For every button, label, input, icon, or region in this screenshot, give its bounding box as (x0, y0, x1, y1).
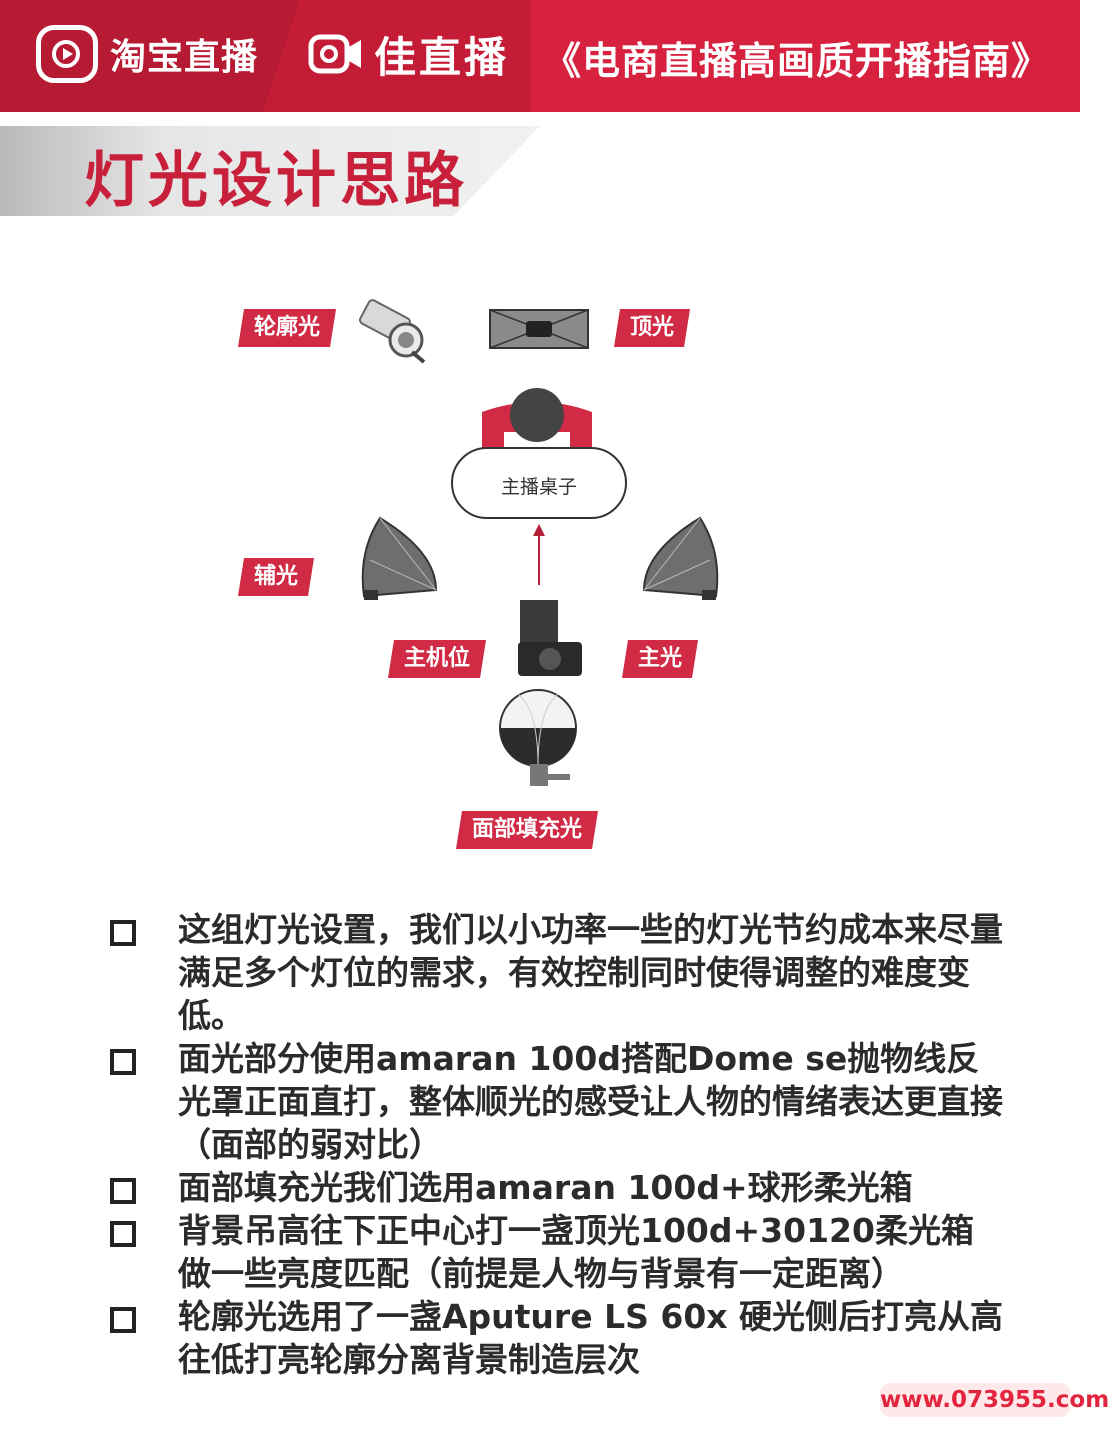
lighting-diagram (358, 299, 719, 786)
bullet-list: 这组灯光设置，我们以小功率一些的灯光节约成本来尽量满足多个灯位的需求，有效控制同… (106, 908, 1006, 1381)
list-item-text: 这组灯光设置，我们以小功率一些的灯光节约成本来尽量满足多个灯位的需求，有效控制同… (178, 910, 1003, 1035)
top-light-tag: 顶光 (614, 309, 690, 347)
list-item: 面部填充光我们选用amaran 100d+球形柔光箱 (106, 1166, 1006, 1209)
top-banner: 淘宝直播 佳直播 《电商直播高画质开播指南》 (0, 0, 1080, 112)
camera-icon (518, 600, 582, 676)
list-item-text: 轮廓光选用了一盏Aputure LS 60x 硬光侧后打亮从高往低打亮轮廓分离背… (178, 1297, 1004, 1379)
face-fill-light-tag: 面部填充光 (456, 811, 598, 849)
taobao-live-logo: 淘宝直播 (36, 22, 258, 86)
list-item: 这组灯光设置，我们以小功率一些的灯光节约成本来尽量满足多个灯位的需求，有效控制同… (106, 908, 1006, 1037)
checkbox-square-icon (110, 1178, 136, 1204)
jia-live-logo: 佳直播 (308, 22, 509, 86)
host-figure-icon (482, 388, 592, 472)
site-watermark: www.073955.com (880, 1383, 1109, 1417)
rim-light-fixture-icon (358, 299, 426, 364)
desk-label: 主播桌子 (500, 476, 577, 498)
list-item-text: 背景吊高往下正中心打一盏顶光100d+30120柔光箱做一些亮度匹配（前提是人物… (178, 1211, 974, 1293)
taobao-live-brand: 淘宝直播 (110, 37, 259, 78)
list-item: 轮廓光选用了一盏Aputure LS 60x 硬光侧后打亮从高往低打亮轮廓分离背… (106, 1295, 1006, 1381)
list-item: 面光部分使用amaran 100d搭配Dome se抛物线反光罩正面直打，整体顺… (106, 1037, 1006, 1166)
jia-live-brand: 佳直播 (374, 32, 510, 82)
checkbox-square-icon (110, 1221, 136, 1247)
banner-left-panel (0, 0, 300, 112)
list-item-text: 面光部分使用amaran 100d搭配Dome se抛物线反光罩正面直打，整体顺… (178, 1039, 1003, 1164)
banner-right-panel (530, 0, 1080, 112)
section-header-bar (0, 126, 540, 216)
checkbox-square-icon (110, 1307, 136, 1333)
rim-light-tag: 轮廓光 (238, 309, 336, 347)
video-camera-icon (308, 34, 361, 74)
main-camera-tag: 主机位 (388, 640, 486, 678)
checkbox-square-icon (110, 920, 136, 946)
direction-arrow-icon (533, 524, 545, 585)
guide-title: 《电商直播高画质开播指南》 (542, 39, 1050, 83)
list-item: 背景吊高往下正中心打一盏顶光100d+30120柔光箱做一些亮度匹配（前提是人物… (106, 1209, 1006, 1295)
key-light-tag: 主光 (622, 640, 698, 678)
top-light-softbox-icon (489, 309, 589, 349)
fill-light-tag: 辅光 (238, 558, 314, 596)
checkbox-square-icon (110, 1049, 136, 1075)
fill-light-dome-icon (361, 516, 438, 600)
list-item-text: 面部填充光我们选用amaran 100d+球形柔光箱 (178, 1168, 913, 1207)
taobao-live-icon (36, 25, 98, 83)
host-desk-shape (451, 447, 627, 519)
spherical-softbox-icon (499, 689, 577, 786)
section-title: 灯光设计思路 (84, 146, 468, 216)
key-light-dome-icon (642, 516, 719, 600)
banner-middle-panel (265, 0, 565, 112)
